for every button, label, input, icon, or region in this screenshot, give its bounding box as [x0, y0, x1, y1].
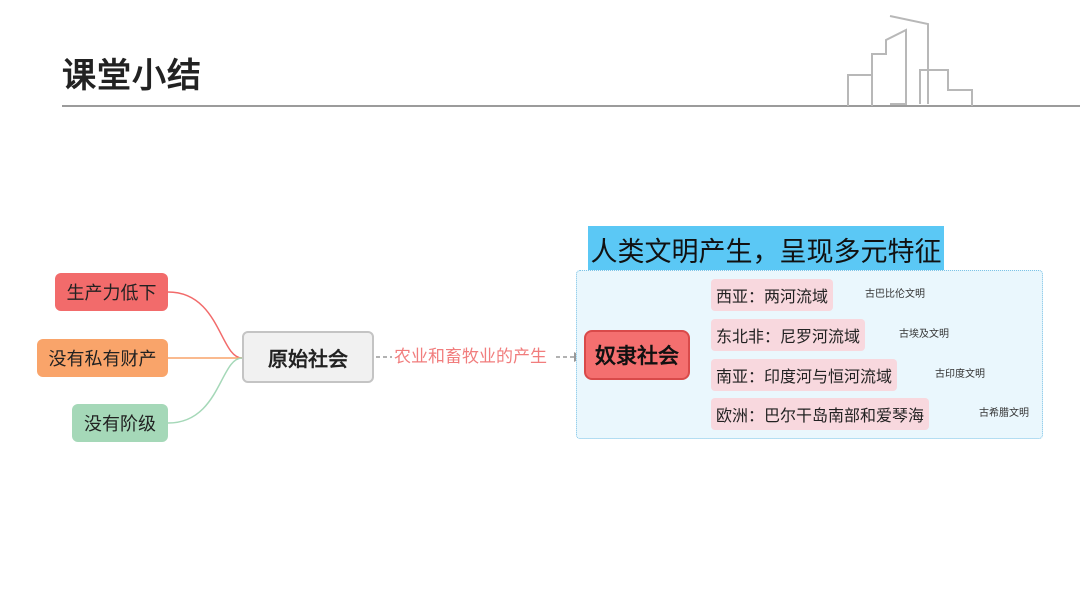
note-greece: 古希腊文明 [979, 407, 1029, 421]
transition-label: 农业和畜牧业的产生 [392, 345, 549, 369]
note-india: 古印度文明 [935, 368, 985, 382]
node-low-productivity: 生产力低下 [55, 273, 168, 311]
branch-europe: 欧洲：巴尔干岛南部和爱琴海 [711, 398, 929, 430]
node-slave-society: 奴隶社会 [584, 330, 690, 380]
note-egypt: 古埃及文明 [899, 328, 949, 342]
connector-green [168, 358, 242, 423]
branch-west-asia: 西亚：两河流域 [711, 279, 833, 311]
branch-south-asia: 南亚：印度河与恒河流域 [711, 359, 897, 391]
node-no-classes: 没有阶级 [72, 404, 168, 442]
connector-red [168, 292, 242, 358]
node-primitive-society: 原始社会 [242, 331, 374, 383]
node-no-private-property: 没有私有财产 [37, 339, 168, 377]
note-babylon: 古巴比伦文明 [865, 288, 925, 302]
branch-northeast-africa: 东北非：尼罗河流域 [711, 319, 865, 351]
summary-banner: 人类文明产生，呈现多元特征 [588, 226, 944, 272]
